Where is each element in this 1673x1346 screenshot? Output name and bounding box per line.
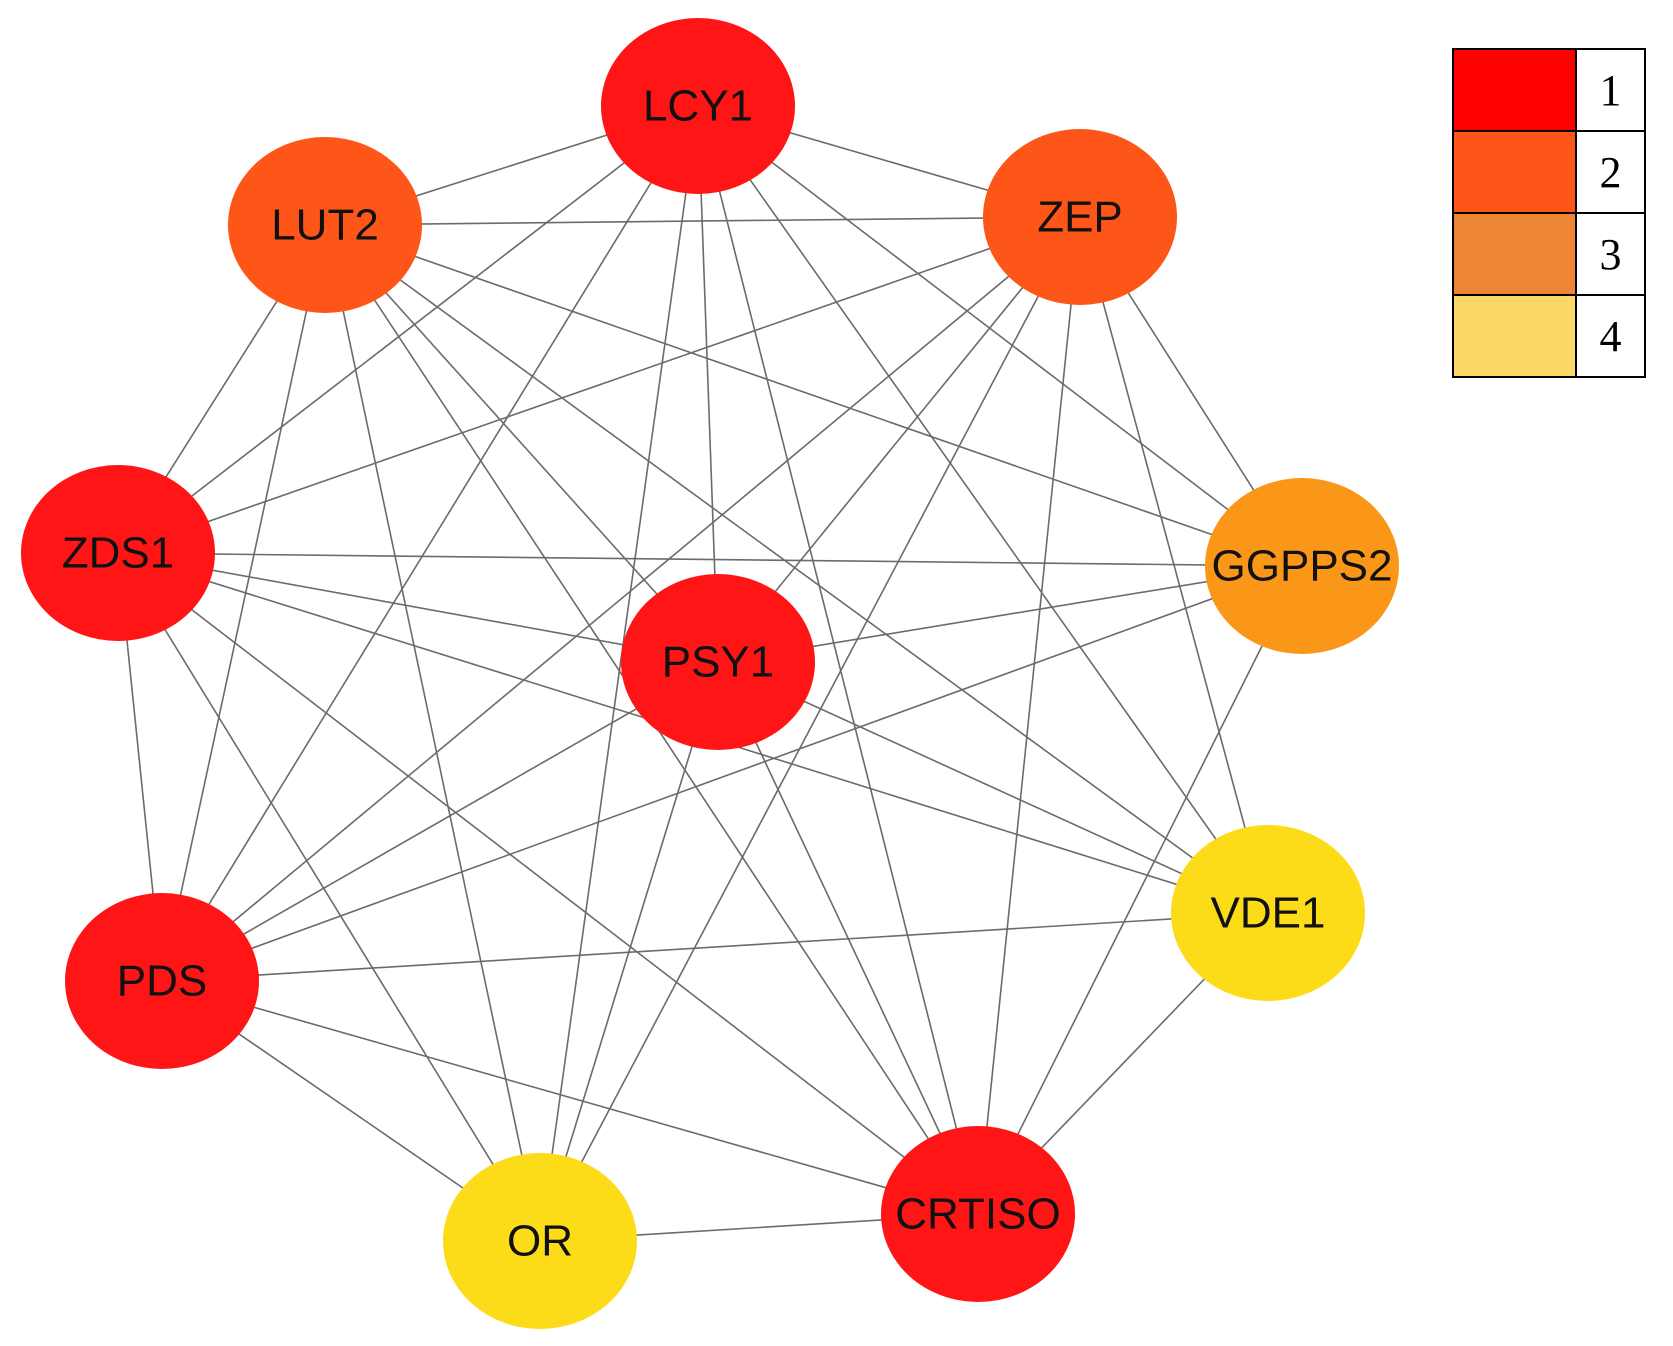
node-ggpps2[interactable]: GGPPS2 [1205, 478, 1399, 654]
edge-lcy1-crtiso [697, 105, 979, 1215]
node-crtiso[interactable]: CRTISO [881, 1126, 1075, 1302]
edge-zep-zds1 [117, 216, 1081, 554]
node-zds1-circle [21, 465, 215, 641]
edge-psy1-pds [161, 661, 719, 982]
node-lcy1-circle [601, 18, 795, 194]
edge-zep-crtiso [977, 216, 1081, 1215]
node-lut2-label: LUT2 [271, 201, 379, 250]
edge-ggpps2-pds [161, 565, 1303, 982]
edge-zep-psy1 [717, 216, 1081, 663]
node-or-label: OR [507, 1217, 573, 1266]
node-lut2[interactable]: LUT2 [228, 137, 422, 313]
legend-row-1: 1 [1452, 48, 1646, 132]
node-vde1-label: VDE1 [1211, 889, 1326, 938]
edge-lcy1-psy1 [697, 105, 719, 663]
node-vde1[interactable]: VDE1 [1171, 825, 1365, 1001]
node-psy1[interactable]: PSY1 [621, 574, 815, 750]
edge-ggpps2-crtiso [977, 565, 1303, 1215]
node-psy1-circle [621, 574, 815, 750]
legend-swatch-1 [1452, 48, 1577, 132]
edge-lcy1-ggpps2 [697, 105, 1303, 567]
legend-swatch-3 [1452, 212, 1577, 296]
edge-zep-pds [161, 216, 1081, 982]
legend-row-2: 2 [1452, 130, 1646, 214]
rank-legend: 1 2 3 4 [1452, 48, 1646, 378]
node-lcy1[interactable]: LCY1 [601, 18, 795, 194]
node-lut2-circle [228, 137, 422, 313]
legend-swatch-4 [1452, 294, 1577, 378]
node-vde1-circle [1171, 825, 1365, 1001]
legend-row-3: 3 [1452, 212, 1646, 296]
edge-lcy1-zds1 [117, 105, 699, 554]
edge-lcy1-pds [161, 105, 699, 982]
node-ggpps2-label: GGPPS2 [1212, 542, 1393, 591]
node-zep-label: ZEP [1037, 193, 1123, 242]
edge-psy1-ggpps2 [717, 565, 1303, 663]
edge-zds1-psy1 [117, 552, 719, 663]
legend-label-3: 3 [1575, 212, 1646, 296]
edge-zds1-ggpps2 [117, 552, 1303, 567]
edge-lut2-vde1 [324, 224, 1269, 914]
legend-label-1: 1 [1575, 48, 1646, 132]
edge-lcy1-or [539, 105, 699, 1242]
edge-zds1-or [117, 552, 541, 1242]
legend-label-4: 4 [1575, 294, 1646, 378]
edge-lut2-ggpps2 [324, 224, 1303, 567]
edge-vde1-pds [161, 912, 1269, 982]
node-zep-circle [983, 129, 1177, 305]
node-ggpps2-circle [1205, 478, 1399, 654]
node-pds[interactable]: PDS [65, 893, 259, 1069]
edge-zds1-crtiso [117, 552, 979, 1215]
edge-lut2-or [324, 224, 541, 1242]
legend-row-4: 4 [1452, 294, 1646, 378]
node-zds1[interactable]: ZDS1 [21, 465, 215, 641]
edge-lut2-pds [161, 224, 326, 982]
edge-zep-or [539, 216, 1081, 1242]
node-pds-label: PDS [117, 957, 207, 1006]
node-crtiso-label: CRTISO [895, 1190, 1060, 1239]
edge-lcy1-vde1 [697, 105, 1269, 914]
node-zds1-label: ZDS1 [62, 529, 174, 578]
node-psy1-label: PSY1 [662, 638, 775, 687]
edge-lut2-psy1 [324, 224, 719, 663]
edge-lut2-zep [324, 216, 1081, 226]
legend-swatch-2 [1452, 130, 1577, 214]
node-crtiso-circle [881, 1126, 1075, 1302]
node-zep[interactable]: ZEP [983, 129, 1177, 305]
node-lcy1-label: LCY1 [643, 82, 753, 131]
edge-pds-crtiso [161, 980, 979, 1215]
edge-psy1-crtiso [717, 661, 979, 1215]
node-or-circle [443, 1153, 637, 1329]
legend-label-2: 2 [1575, 130, 1646, 214]
node-pds-circle [65, 893, 259, 1069]
node-or[interactable]: OR [443, 1153, 637, 1329]
edge-psy1-vde1 [717, 661, 1269, 914]
